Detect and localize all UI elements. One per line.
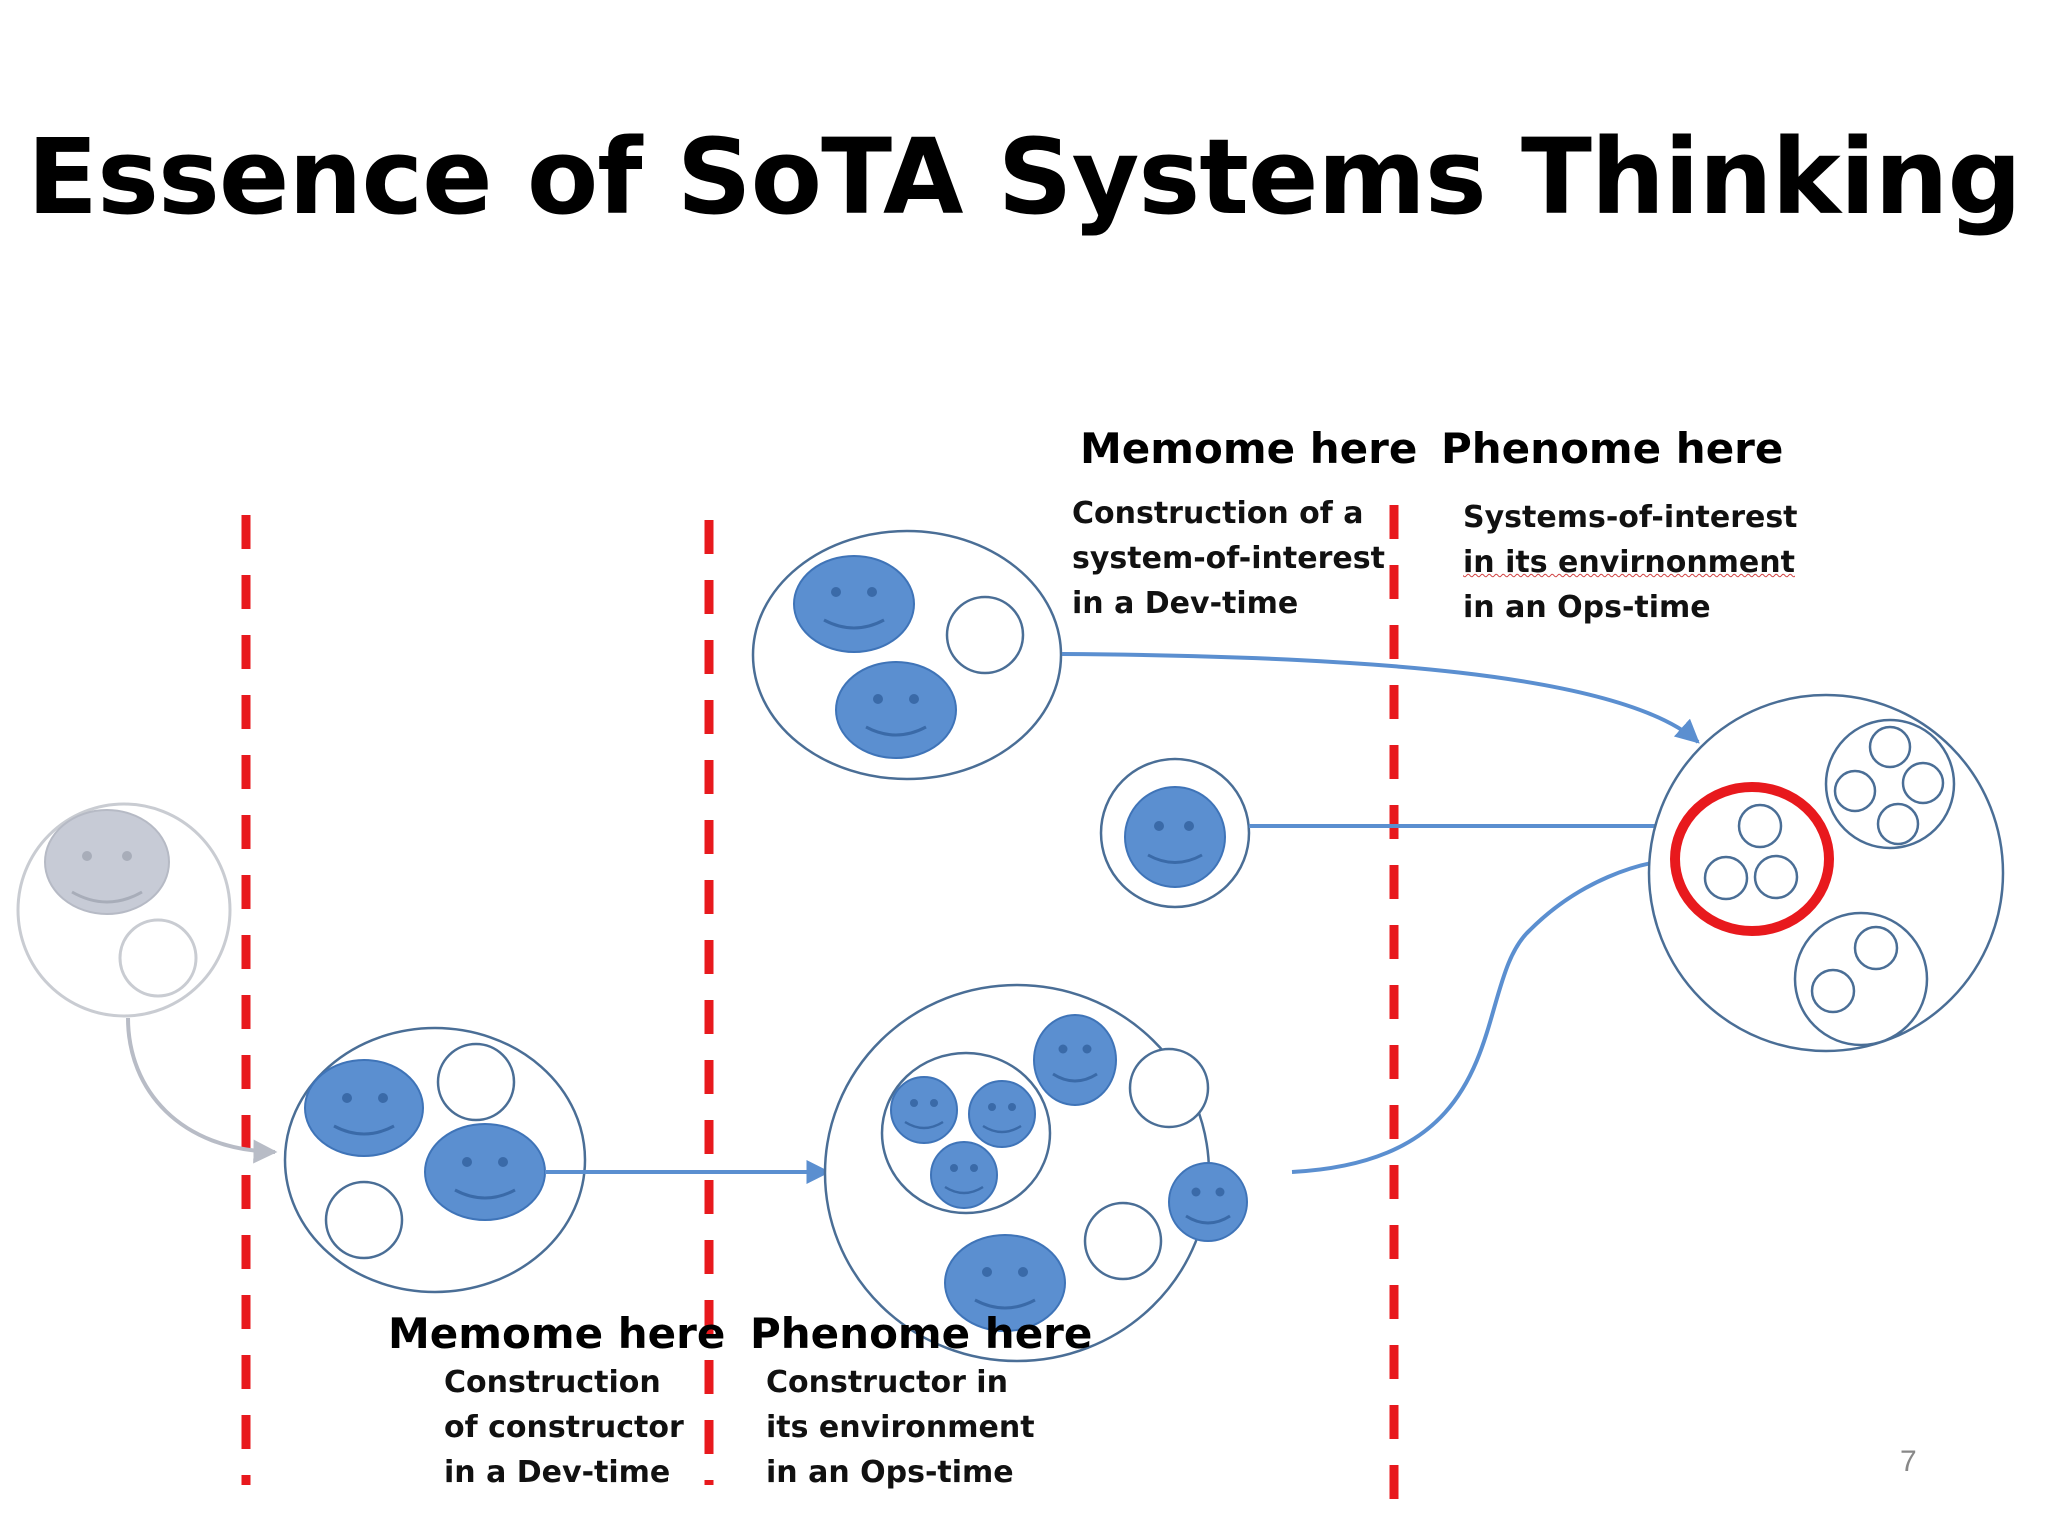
top-memome-heading: Memome here — [1080, 424, 1418, 473]
bottom-phenome-line-3: in an Ops-time — [766, 1455, 1014, 1490]
systems-of-interest-opstime — [1647, 693, 2005, 1053]
top-memome-line-1: Construction of a — [1072, 496, 1364, 531]
bottom-phenome-line-2: its environment — [766, 1410, 1035, 1445]
bottom-memome-description: Construction of constructor in a Dev-tim… — [444, 1360, 684, 1495]
bottom-memome-line-2: of constructor — [444, 1410, 684, 1445]
page-number: 7 — [1900, 1445, 1917, 1478]
smiley-icon — [968, 1080, 1036, 1148]
top-memome-line-3: in a Dev-time — [1072, 586, 1299, 621]
bottom-phenome-heading: Phenome here — [750, 1309, 1093, 1358]
top-memome-description: Construction of a system-of-interest in … — [1072, 491, 1385, 626]
slide-title: Essence of SoTA Systems Thinking — [27, 116, 2022, 238]
smiley-icon — [424, 1123, 546, 1221]
smiley-icon — [1124, 786, 1226, 888]
smiley-icon — [1168, 1162, 1248, 1242]
arrow-top-to-opstime — [1061, 652, 1700, 744]
bottom-phenome-line-1: Constructor in — [766, 1365, 1008, 1400]
smiley-icon — [890, 1076, 958, 1144]
smiley-icon — [930, 1141, 998, 1209]
faded-smiley-icon — [44, 809, 170, 915]
top-phenome-line-1: Systems-of-interest — [1463, 500, 1798, 535]
faded-origin-system — [16, 802, 232, 1018]
constructor-opstime-system — [823, 983, 1248, 1363]
top-phenome-line-2: in its envirnonment — [1463, 545, 1795, 580]
bottom-phenome-description: Constructor in its environment in an Ops… — [766, 1360, 1035, 1495]
top-phenome-description: Systems-of-interest in its envirnonment … — [1463, 495, 1798, 630]
faded-arrow — [126, 1017, 278, 1164]
constructor-devtime-system — [283, 1026, 587, 1294]
bottom-memome-line-1: Construction — [444, 1365, 661, 1400]
smiley-icon — [944, 1234, 1066, 1332]
top-memome-line-2: system-of-interest — [1072, 541, 1385, 576]
smiley-icon — [1033, 1014, 1117, 1106]
smiley-icon — [793, 555, 915, 653]
smiley-icon — [304, 1059, 424, 1157]
bottom-memome-heading: Memome here — [388, 1309, 726, 1358]
highlighted-system-of-interest — [1670, 782, 1834, 936]
smiley-icon — [835, 661, 957, 759]
arrow-constructor-to-opstime — [1291, 849, 1677, 1174]
bottom-memome-line-3: in a Dev-time — [444, 1455, 671, 1490]
single-agent-system — [1099, 757, 1251, 909]
top-phenome-line-3: in an Ops-time — [1463, 590, 1711, 625]
top-phenome-heading: Phenome here — [1441, 424, 1784, 473]
system-of-interest-devtime — [751, 529, 1063, 781]
